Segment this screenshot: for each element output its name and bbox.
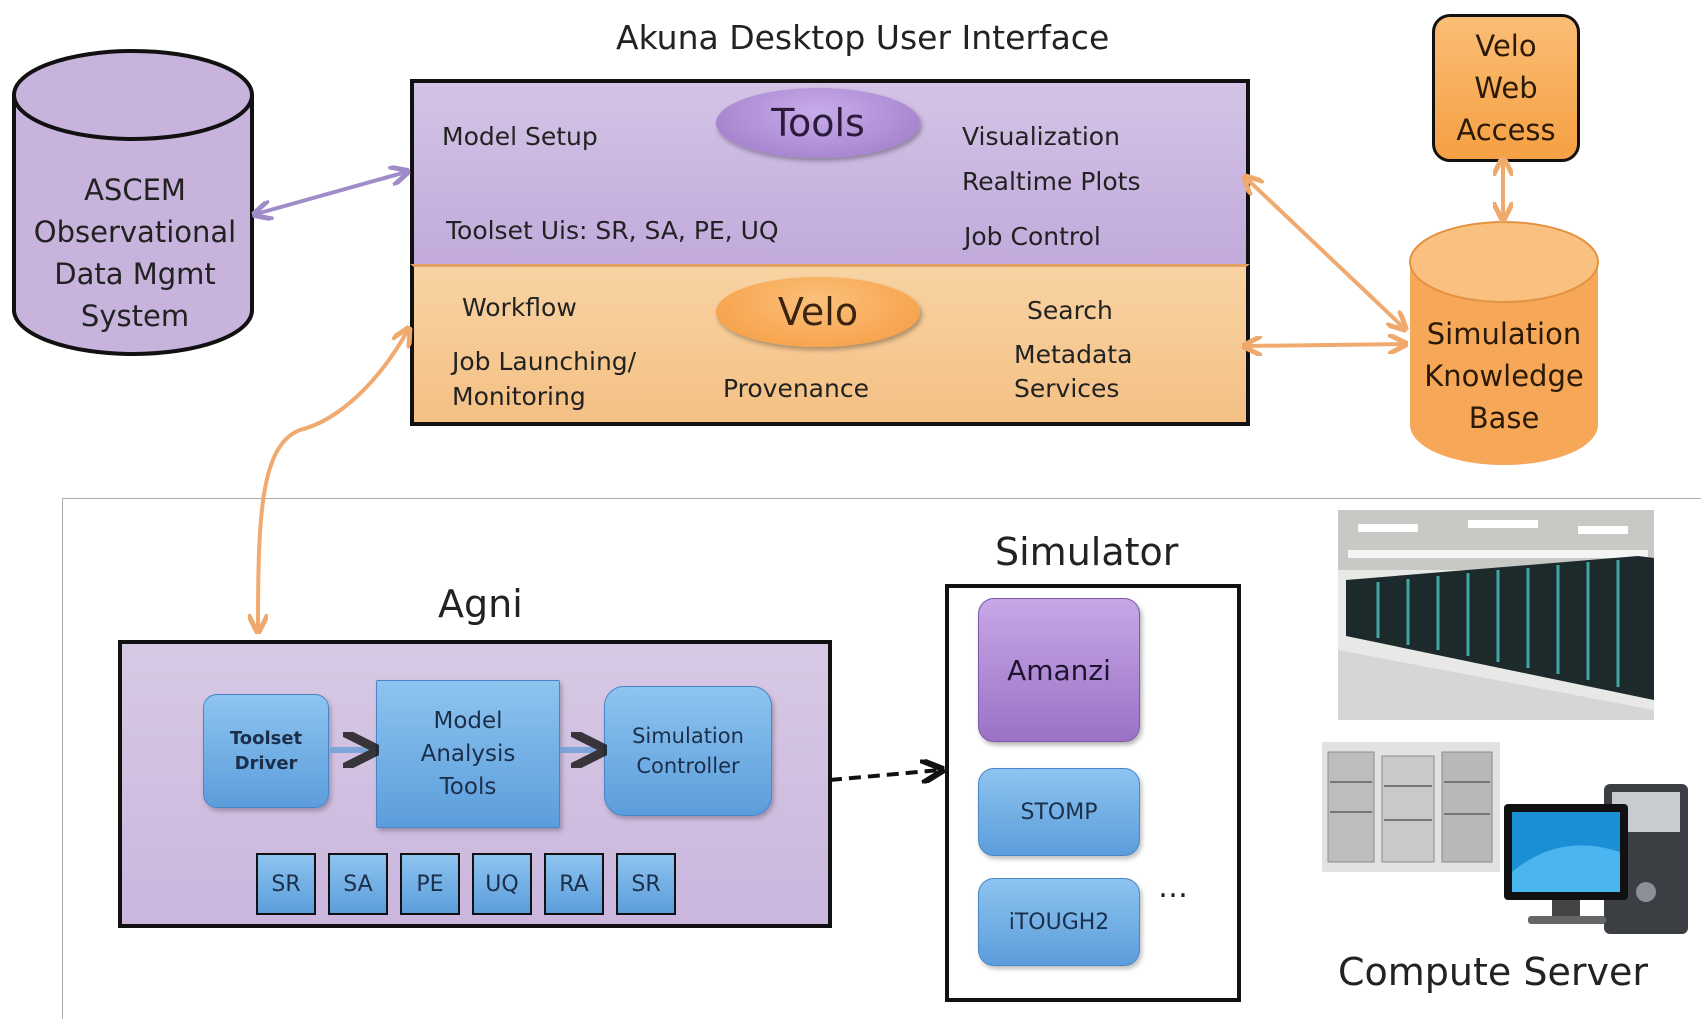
velo-badge: Velo <box>716 277 920 347</box>
kb-line-2: Knowledge <box>1424 359 1584 393</box>
sim-controller-line-1: Simulation <box>632 724 744 748</box>
velo-badge-label: Velo <box>777 290 859 334</box>
monitoring-label: Monitoring <box>452 382 586 411</box>
velo-web-line-1: Velo <box>1475 29 1537 63</box>
toolset-uis-label: Toolset Uis: SR, SA, PE, UQ <box>446 216 779 245</box>
provenance-label: Provenance <box>723 374 869 403</box>
module-sr-1: SR <box>256 853 316 915</box>
ascem-to-tools-arrow <box>256 172 406 214</box>
compute-region-frame <box>62 498 1701 1019</box>
kb-line-3: Base <box>1468 401 1540 435</box>
module-sa: SA <box>328 853 388 915</box>
simulation-controller-box: Simulation Controller <box>604 686 772 816</box>
amanzi-label: Amanzi <box>1007 653 1111 687</box>
model-analysis-box: Model Analysis Tools <box>376 680 560 828</box>
ascem-line-3: Data Mgmt <box>54 257 216 291</box>
tools-to-kb-arrow <box>1246 178 1404 328</box>
toolset-driver-line-2: Driver <box>234 753 298 774</box>
module-uq: UQ <box>472 853 532 915</box>
toolset-driver-box: Toolset Driver <box>203 694 329 808</box>
ascem-line-1: ASCEM <box>84 173 186 207</box>
tools-badge-label: Tools <box>771 101 865 145</box>
workflow-label: Workflow <box>462 293 577 322</box>
supercomputer-photo <box>1338 510 1654 720</box>
services-label: Services <box>1014 374 1120 403</box>
ascem-line-4: System <box>80 299 190 333</box>
sim-controller-line-2: Controller <box>636 754 740 778</box>
module-sr-2: SR <box>616 853 676 915</box>
simulator-title: Simulator <box>995 530 1179 574</box>
model-analysis-line-3: Tools <box>439 773 497 800</box>
visualization-label: Visualization <box>962 122 1120 151</box>
ascem-line-2: Observational <box>33 215 237 249</box>
compute-server-label: Compute Server <box>1338 950 1648 994</box>
velo-web-line-2: Web <box>1474 71 1538 105</box>
diagram-title: Akuna Desktop User Interface <box>616 18 1110 57</box>
velo-web-line-3: Access <box>1456 113 1556 147</box>
model-analysis-line-1: Model <box>433 707 503 734</box>
velo-web-access: Velo Web Access <box>1432 14 1580 162</box>
model-analysis-line-2: Analysis <box>420 740 516 767</box>
module-ra: RA <box>544 853 604 915</box>
velo-to-kb-arrow <box>1246 344 1404 346</box>
job-launching-label: Job Launching/ <box>452 347 637 376</box>
agni-title: Agni <box>438 582 523 626</box>
kb-line-1: Simulation <box>1426 317 1582 351</box>
toolset-driver-line-1: Toolset <box>229 728 303 749</box>
module-pe: PE <box>400 853 460 915</box>
velo-to-agni-arrow <box>258 330 408 630</box>
stomp-label: STOMP <box>1020 799 1098 825</box>
ascem-label: ASCEM Observational Data Mgmt System <box>20 168 250 338</box>
desktop-computer-icon <box>1504 784 1688 934</box>
job-control-label: Job Control <box>964 222 1101 251</box>
itough2-box: iTOUGH2 <box>978 878 1140 966</box>
tools-badge: Tools <box>716 88 920 158</box>
more-simulators-ellipsis: … <box>1158 870 1188 905</box>
amanzi-box: Amanzi <box>978 598 1140 742</box>
server-rack-photo <box>1322 742 1500 872</box>
agni-to-simulator-arrow <box>829 770 940 780</box>
metadata-label: Metadata <box>1014 340 1133 369</box>
stomp-box: STOMP <box>978 768 1140 856</box>
model-setup-label: Model Setup <box>442 122 598 151</box>
search-label: Search <box>1027 296 1113 325</box>
realtime-plots-label: Realtime Plots <box>962 167 1141 196</box>
itough2-label: iTOUGH2 <box>1008 909 1110 935</box>
knowledge-base-label: Simulation Knowledge Base <box>1410 312 1598 440</box>
